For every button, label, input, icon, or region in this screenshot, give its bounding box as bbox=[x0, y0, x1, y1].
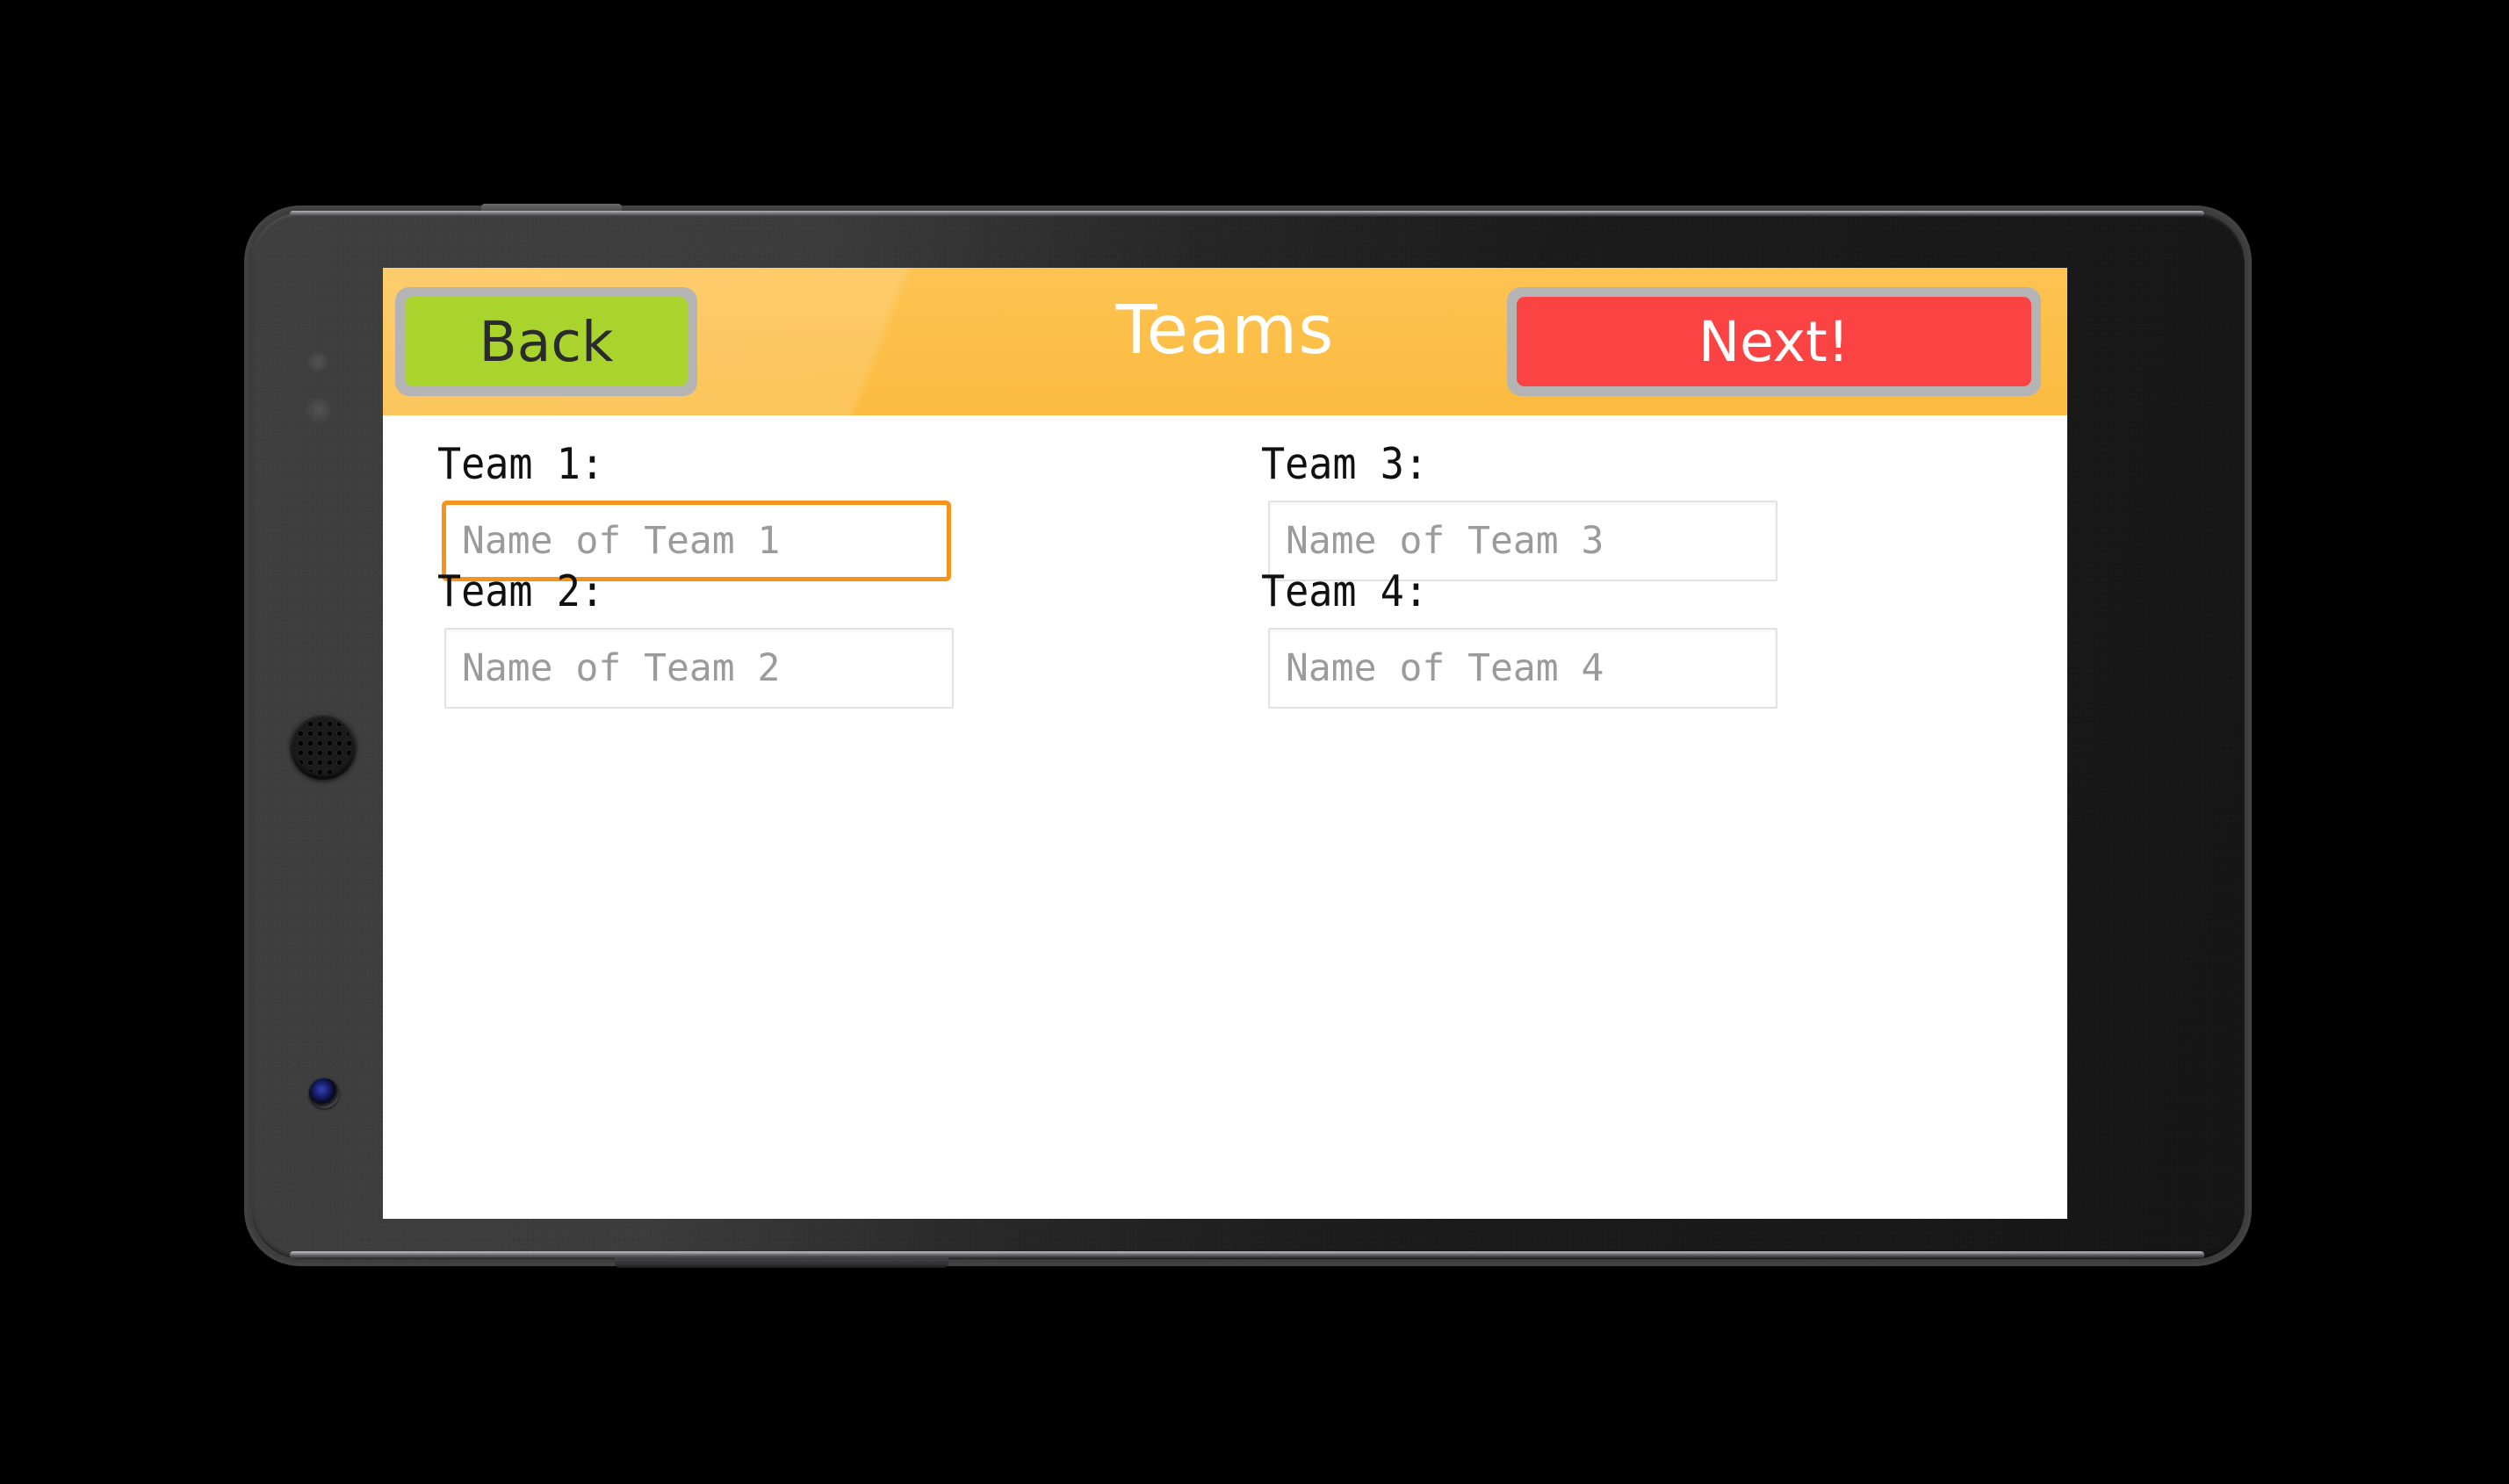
team-1-label: Team 1: bbox=[437, 439, 604, 489]
phone-bottom-port-nub bbox=[615, 1257, 948, 1268]
app-content-area: Team 1: Team 2: Team 3: Team 4: bbox=[383, 415, 2067, 1219]
team-1-field-group: Team 1: bbox=[437, 437, 951, 581]
team-1-input[interactable] bbox=[442, 501, 951, 581]
camera-lens-icon bbox=[309, 1078, 339, 1108]
proximity-sensor-dot-icon bbox=[307, 351, 328, 372]
back-button[interactable]: Back bbox=[395, 287, 697, 396]
team-3-field-group: Team 3: bbox=[1261, 437, 1777, 581]
team-2-input[interactable] bbox=[444, 628, 954, 709]
next-button[interactable]: Next! bbox=[1507, 287, 2041, 396]
back-button-label: Back bbox=[405, 297, 688, 386]
team-3-input[interactable] bbox=[1268, 501, 1777, 581]
phone-top-edge-highlight bbox=[290, 211, 2204, 217]
speaker-grille-icon bbox=[290, 713, 357, 780]
next-button-label: Next! bbox=[1517, 297, 2031, 386]
team-2-label: Team 2: bbox=[437, 566, 604, 616]
app-header-bar: Back Teams Next! bbox=[383, 268, 2067, 415]
light-sensor-dot-icon bbox=[306, 397, 332, 423]
team-4-input[interactable] bbox=[1268, 628, 1777, 709]
team-2-field-group: Team 2: bbox=[437, 565, 954, 709]
phone-screen: Back Teams Next! Team 1: Team 2: Team 3: bbox=[383, 268, 2067, 1219]
team-4-field-group: Team 4: bbox=[1261, 565, 1777, 709]
page-title: Teams bbox=[1115, 292, 1335, 370]
phone-bottom-edge-highlight bbox=[290, 1251, 2204, 1259]
team-3-label: Team 3: bbox=[1261, 439, 1428, 489]
team-4-label: Team 4: bbox=[1261, 566, 1428, 616]
